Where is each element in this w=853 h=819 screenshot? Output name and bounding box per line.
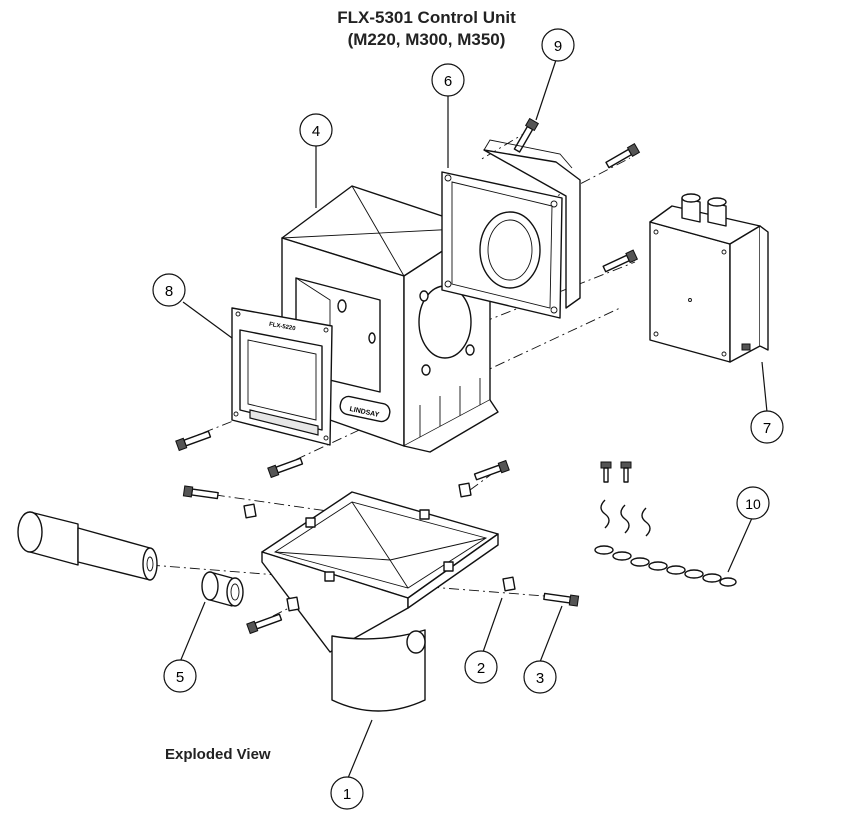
- callout-5: 5: [163, 659, 197, 693]
- mounting-plate: [441, 139, 581, 319]
- svg-text:1: 1: [343, 786, 351, 803]
- svg-text:6: 6: [444, 73, 452, 90]
- callout-10: 10: [736, 486, 770, 520]
- control-box: [649, 193, 769, 363]
- callout-9: 9: [541, 28, 575, 62]
- callout-4: 4: [299, 113, 333, 147]
- bolts: [175, 117, 641, 635]
- hopper-assembly: [261, 491, 499, 712]
- callouts: 1 2 3 4 5 6 7: [152, 28, 784, 810]
- svg-text:5: 5: [176, 669, 184, 686]
- callout-7: 7: [750, 410, 784, 444]
- sensor-cylinder: [17, 511, 158, 581]
- chain: [594, 545, 737, 587]
- svg-text:7: 7: [763, 420, 771, 437]
- frame-label: FLX-5220: [269, 322, 297, 333]
- chain-kit: [594, 461, 737, 587]
- screws: [600, 461, 632, 483]
- svg-text:4: 4: [312, 123, 320, 140]
- front-frame: FLX-5220: [231, 307, 333, 446]
- diagram-title: FLX-5301 Control Unit: [337, 8, 516, 27]
- square-nuts: [243, 482, 516, 612]
- callout-1: 1: [330, 776, 364, 810]
- svg-text:10: 10: [745, 496, 761, 512]
- callout-3: 3: [523, 660, 557, 694]
- svg-text:2: 2: [477, 660, 485, 677]
- callout-6: 6: [431, 63, 465, 97]
- svg-text:3: 3: [536, 670, 544, 687]
- coupling-nut: [201, 571, 244, 607]
- svg-text:8: 8: [165, 283, 173, 300]
- callout-8: 8: [152, 273, 186, 307]
- main-housing: LINDSAY: [281, 185, 499, 453]
- s-hooks: [600, 499, 651, 537]
- svg-text:9: 9: [554, 38, 562, 55]
- diagram-subtitle: (M220, M300, M350): [347, 30, 506, 49]
- callout-2: 2: [464, 650, 498, 684]
- view-caption: Exploded View: [165, 746, 271, 763]
